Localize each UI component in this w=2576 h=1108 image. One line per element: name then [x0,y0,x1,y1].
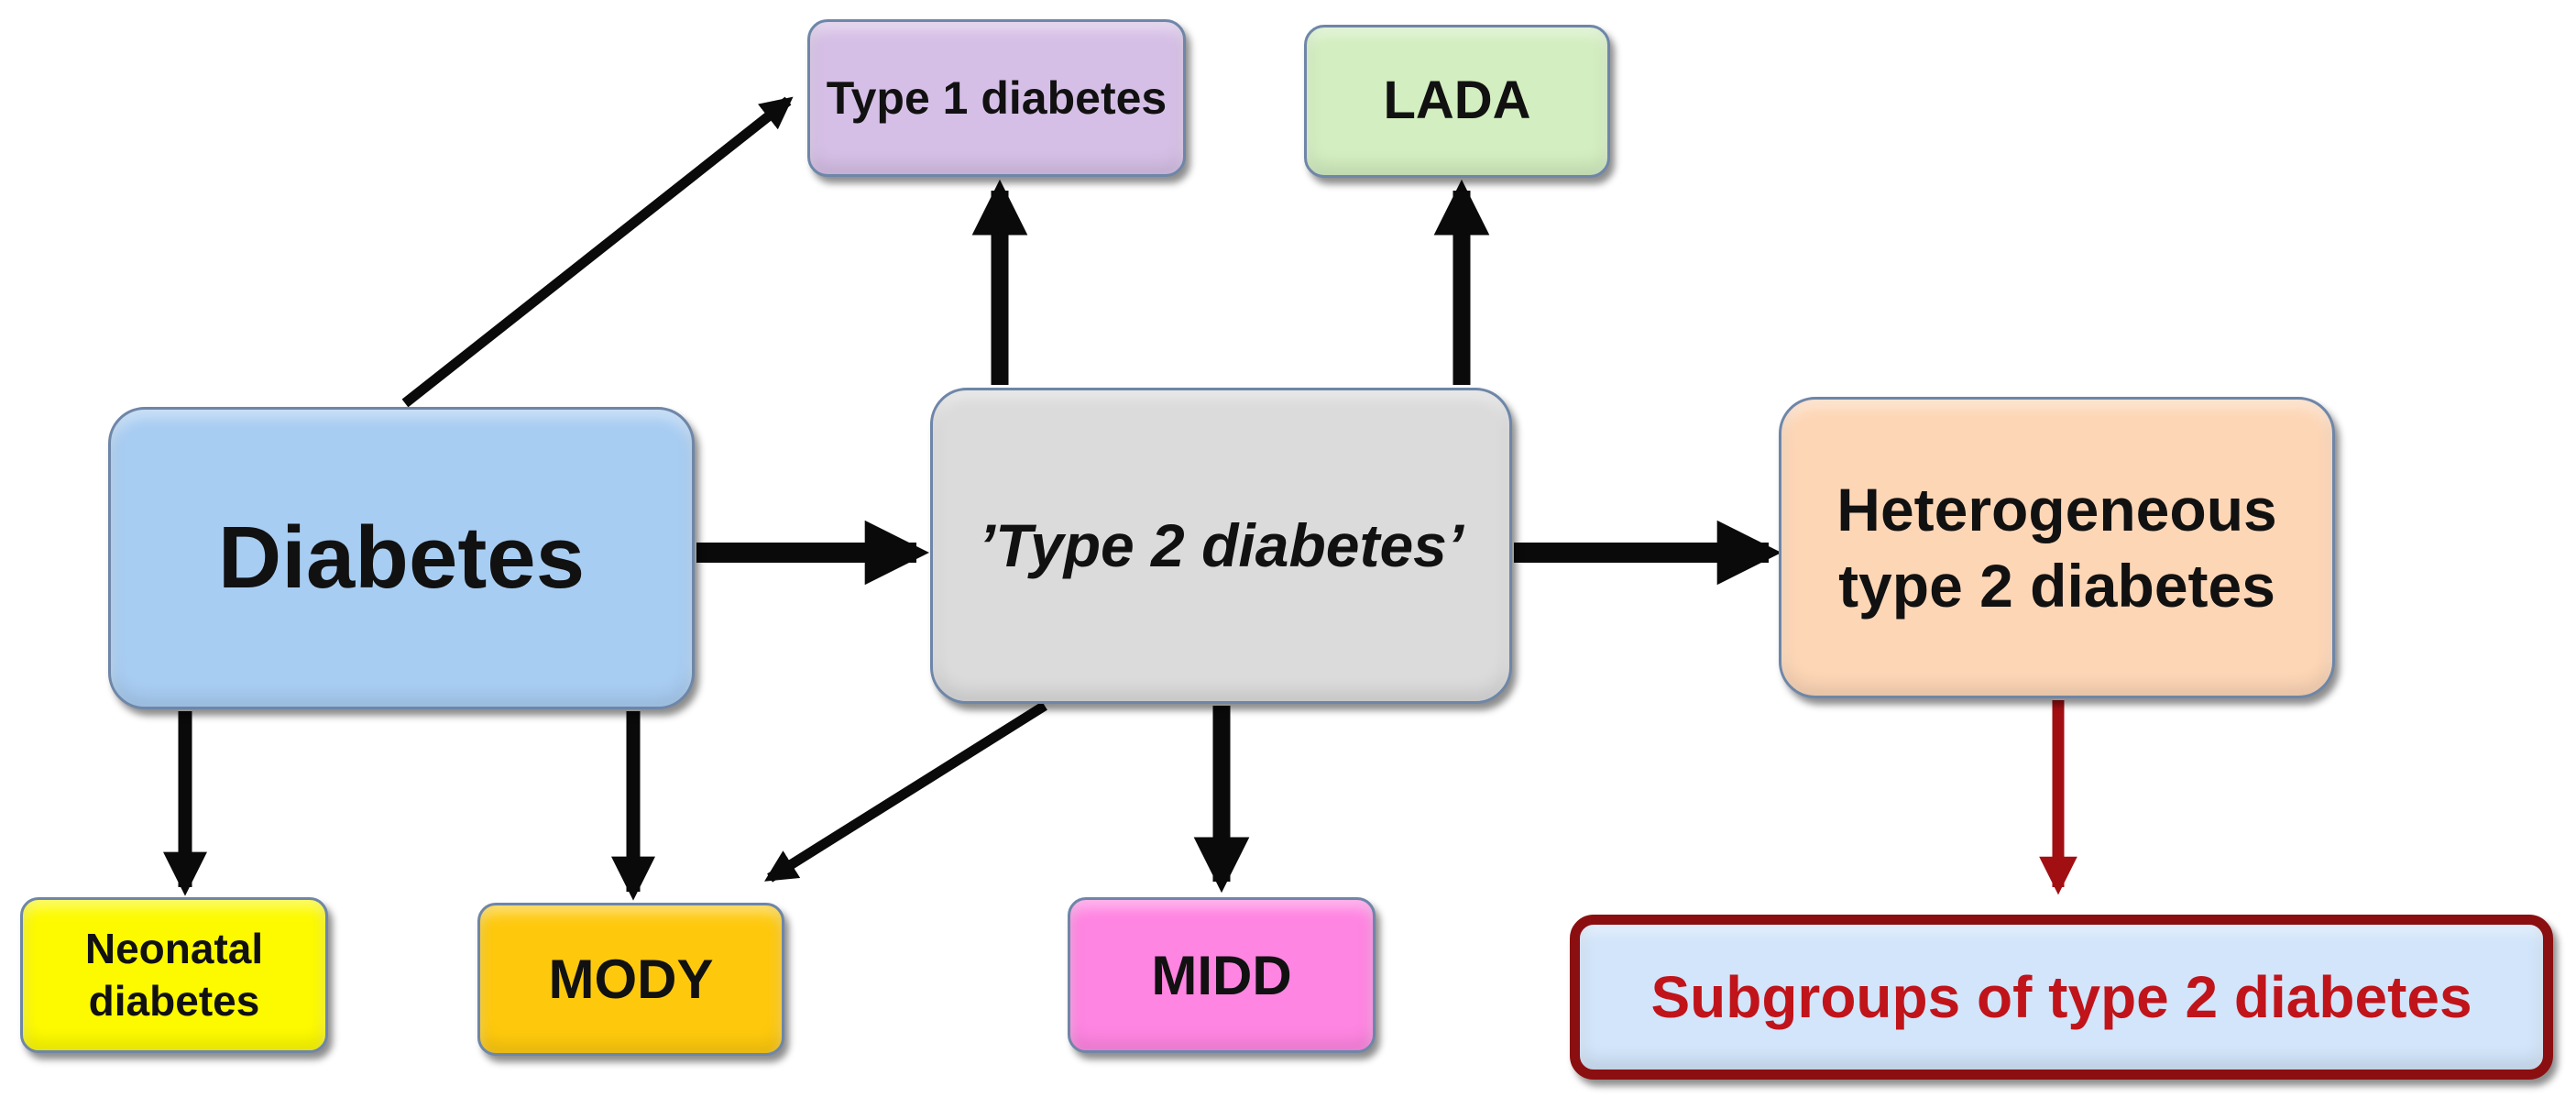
node-type-1-diabetes: Type 1 diabetes [807,19,1186,177]
node-midd-label: MIDD [1151,944,1292,1006]
node-lada-label: LADA [1383,71,1531,131]
node-type-2-diabetes: ’Type 2 diabetes’ [930,388,1512,704]
node-midd: MIDD [1068,897,1376,1053]
node-type-2-diabetes-label: ’Type 2 diabetes’ [978,511,1464,580]
arrow-type2-to-mody [764,701,1047,883]
node-heterogeneous-type-2-diabetes: Heterogeneous type 2 diabetes [1779,397,2335,698]
node-diabetes: Diabetes [108,407,695,709]
node-neonatal-line2: diabetes [88,977,260,1025]
node-subgroups-label: Subgroups of type 2 diabetes [1650,964,2472,1030]
node-diabetes-label: Diabetes [217,509,586,607]
node-type-1-diabetes-label: Type 1 diabetes [826,71,1167,124]
node-subgroups-of-type-2-diabetes: Subgroups of type 2 diabetes [1570,915,2553,1080]
node-mody: MODY [477,903,784,1056]
node-heterogeneous-line1: Heterogeneous [1836,476,2277,543]
node-heterogeneous-line2: type 2 diabetes [1838,551,2275,620]
node-neonatal-line1: Neonatal [84,924,264,972]
node-mody-label: MODY [548,949,714,1010]
node-lada: LADA [1304,25,1610,178]
arrow-diabetes-to-type1 [401,96,794,408]
node-neonatal-diabetes: Neonatal diabetes [20,897,328,1053]
